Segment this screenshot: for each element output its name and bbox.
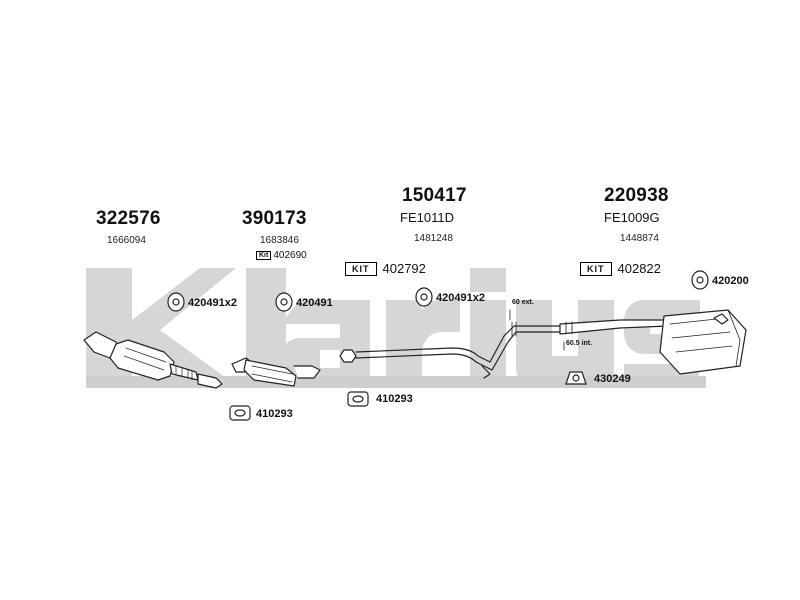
kit-4: KIT 402822 [580, 261, 661, 276]
mount-label-1: 420491x2 [188, 297, 237, 309]
mount-label-3: 420491x2 [436, 292, 485, 304]
reference-4: 1448874 [620, 233, 659, 244]
kit-number-4: 402822 [617, 261, 661, 276]
rubber-mount-icon [691, 270, 709, 290]
kit-2: Kit 402690 [256, 250, 307, 261]
part-number-4: 220938 [604, 185, 669, 206]
rubber-mount-icon [415, 287, 433, 307]
rear-silencer [559, 309, 747, 375]
dimension-ext: 60 ext. [512, 299, 534, 306]
rubber-mount-icon [275, 292, 293, 312]
rubber-mount-icon [167, 292, 185, 312]
reference-1: 1666094 [107, 235, 146, 246]
gasket-icon [347, 391, 369, 407]
kit-3: KIT 402792 [345, 261, 426, 276]
part-number-1: 322576 [96, 208, 161, 229]
part-number-2: 390173 [242, 208, 307, 229]
kit-label-3: KIT [345, 261, 377, 276]
clamp-icon [565, 371, 587, 385]
part-number-3: 150417 [402, 185, 467, 206]
gasket-label-2: 410293 [376, 393, 413, 405]
kit-label-2: Kit [256, 251, 272, 260]
mount-label-4: 420200 [712, 275, 749, 287]
mid-catalyst [231, 357, 321, 387]
oe-number-3: FE1011D [400, 210, 454, 225]
dimension-int: 60.5 int. [566, 340, 593, 347]
gasket-label-1: 410293 [256, 408, 293, 420]
kit-number-3: 402792 [382, 261, 426, 276]
gasket-icon [229, 405, 251, 421]
kit-label-4: KIT [580, 261, 612, 276]
reference-2: 1683846 [260, 235, 299, 246]
clamp-label: 430249 [594, 373, 631, 385]
mount-label-2: 420491 [296, 297, 333, 309]
front-catalyst-pipe [83, 331, 223, 389]
reference-3: 1481248 [414, 233, 453, 244]
oe-number-4: FE1009G [604, 210, 660, 225]
kit-number-2: 402690 [273, 250, 307, 261]
centre-pipe [339, 321, 561, 379]
